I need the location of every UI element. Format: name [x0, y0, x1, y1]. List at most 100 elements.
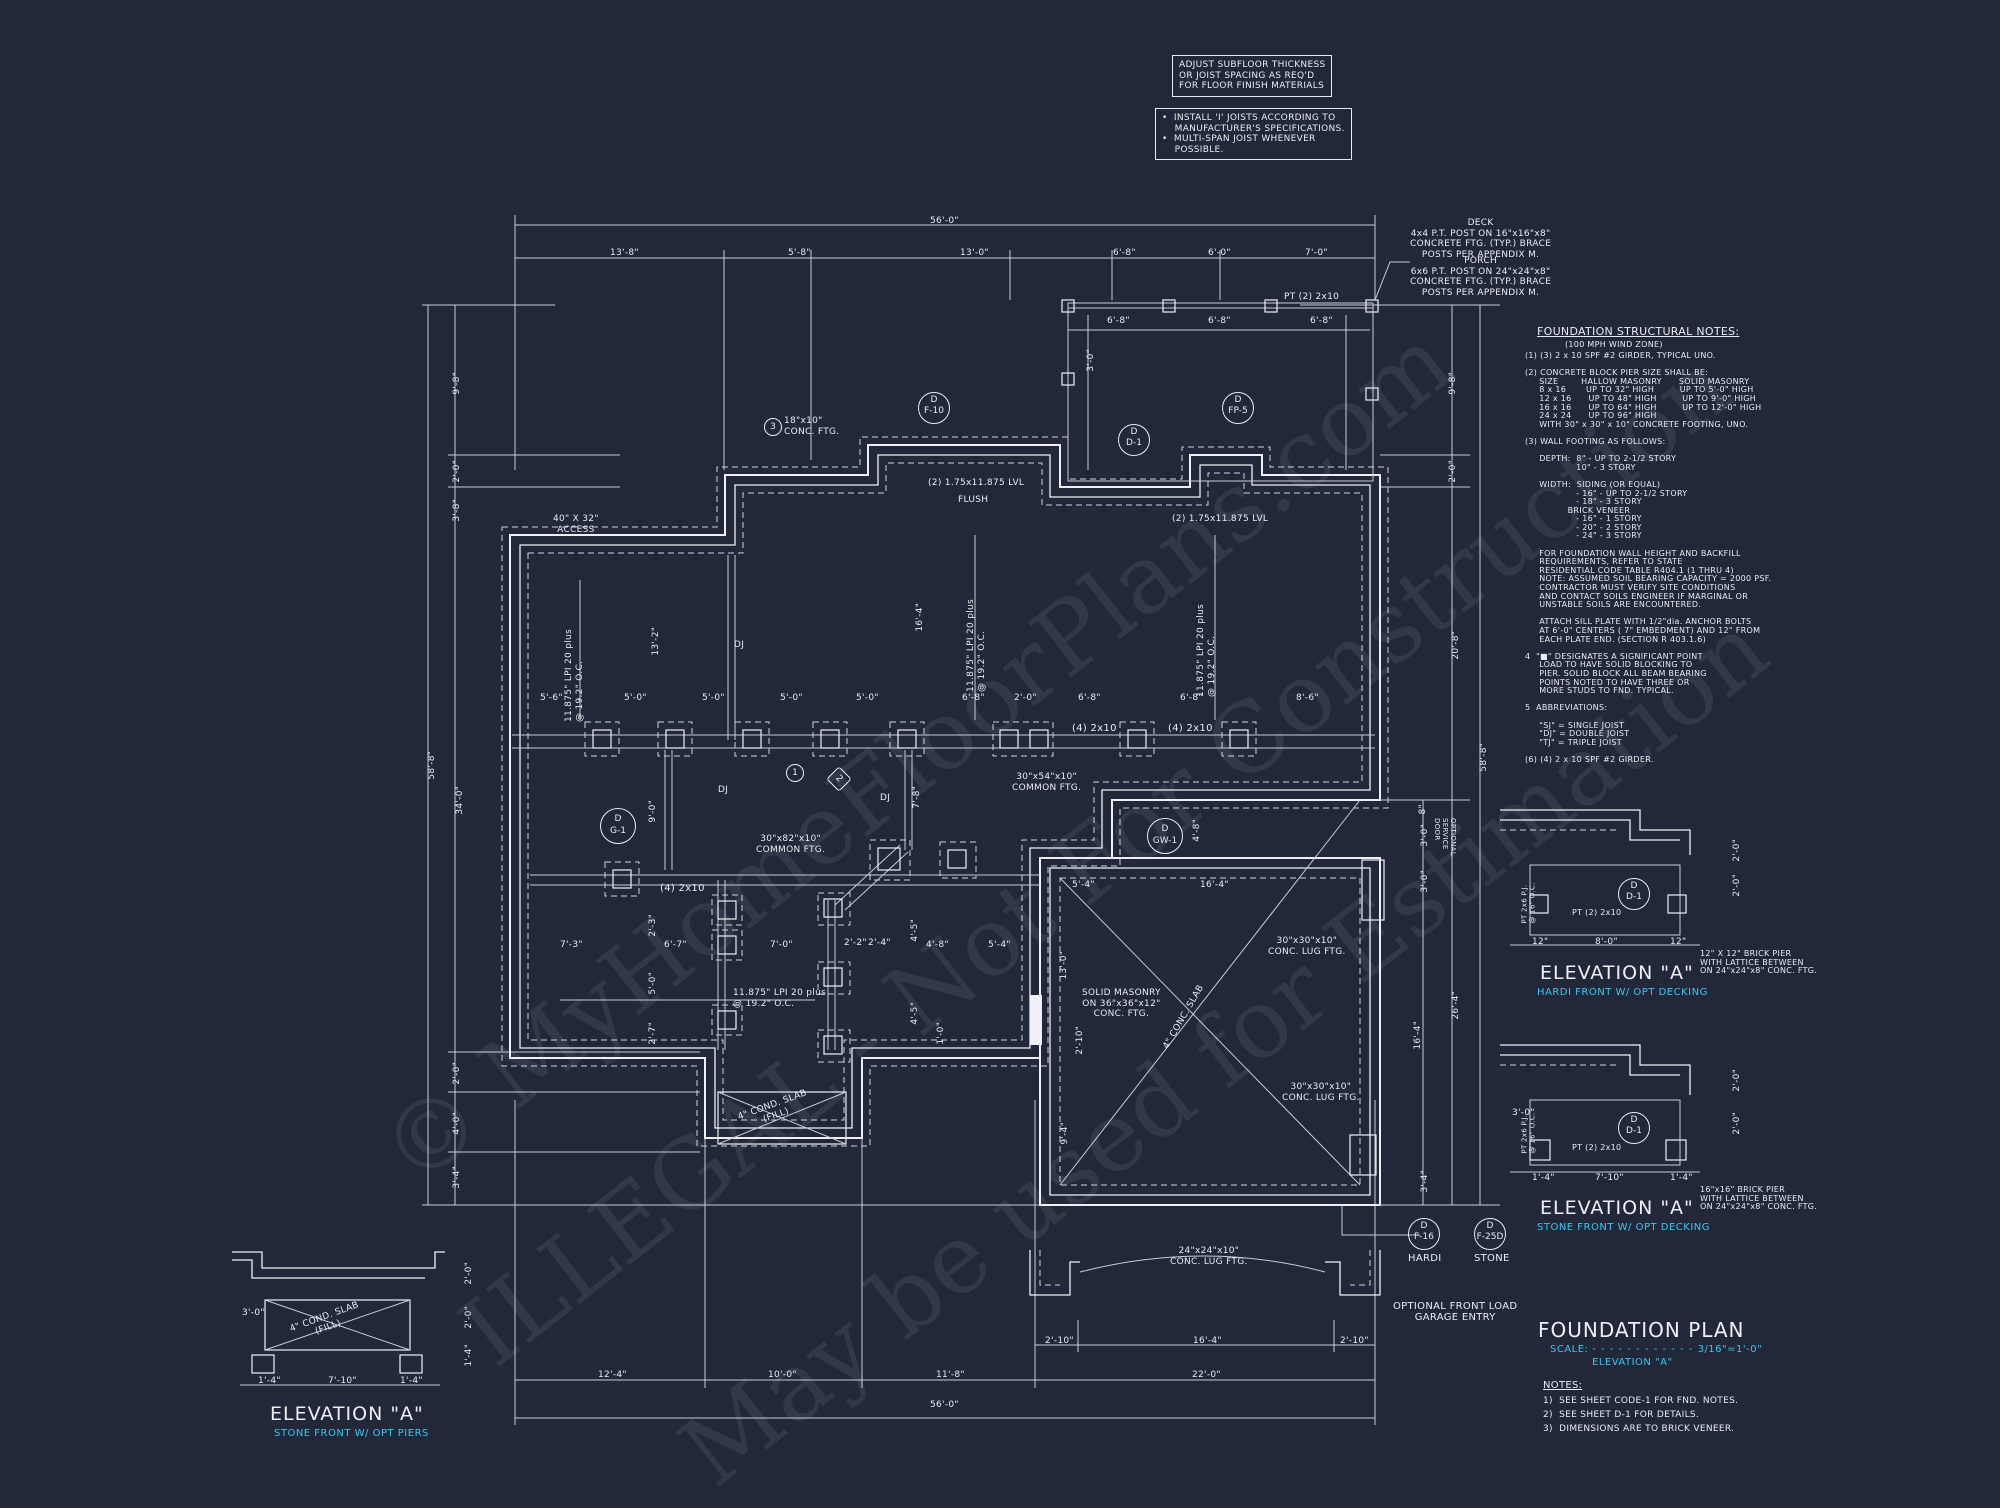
- lvl-label-1: (2) 1.75x11.875 LVL: [928, 478, 1025, 488]
- detail-piers-dim-3: 1'-4": [464, 1343, 475, 1367]
- joist-note: • INSTALL 'I' JOISTS ACCORDING TO MANUFA…: [1155, 108, 1352, 160]
- callout-f25d-top: D: [1486, 1221, 1494, 1231]
- dim-deck-seg-1: 6'-8": [1107, 316, 1130, 326]
- girder-label-1: (4) 2x10: [1072, 723, 1117, 734]
- structural-notes-body: (1) (3) 2 x 10 SPF #2 GIRDER, TYPICAL UN…: [1525, 351, 1772, 764]
- callout-3[interactable]: 3: [764, 418, 782, 436]
- detail-stone-dim-1: 3'-0": [1512, 1108, 1535, 1118]
- callout-f10[interactable]: D F-10: [918, 392, 950, 424]
- plan-title: FOUNDATION PLAN: [1538, 1318, 1745, 1342]
- misc-dim-12: 1'-0": [936, 1021, 947, 1045]
- dim-left-seg-5: 2'-0": [452, 1061, 463, 1085]
- dim-left-seg-6: 4'-0": [452, 1111, 463, 1135]
- callout-d1-top: D: [1130, 427, 1138, 437]
- dim-left-overall: 58'-8": [427, 750, 438, 780]
- notes-heading: NOTES:: [1543, 1380, 1583, 1391]
- callout-f10-top: D: [930, 395, 938, 405]
- solid-masonry-label: SOLID MASONRY ON 36"x36"x12" CONC. FTG.: [1082, 988, 1161, 1019]
- callout-leader: [1341, 1205, 1420, 1236]
- detail-stone-callout-top: D: [1630, 1115, 1638, 1125]
- detail-hardi-subtitle: HARDI FRONT W/ OPT DECKING: [1537, 987, 1708, 998]
- detail-piers-dim-4: 1'-4": [258, 1376, 281, 1386]
- dim-deck-seg-2: 6'-8": [1208, 316, 1231, 326]
- plan-scale-dots: - - - - - - - - - - - -: [1592, 1344, 1698, 1355]
- callout-f16[interactable]: D F-16: [1408, 1218, 1440, 1250]
- callout-d1-bottom: D-1: [1126, 438, 1142, 448]
- misc-dim-17: 3'-0": [1086, 348, 1097, 372]
- row1-dim-10: 8'-6": [1296, 693, 1319, 703]
- row1-dim-8: 6'-8": [1078, 693, 1101, 703]
- dim-bottom-overall: 56'-0": [930, 1400, 959, 1410]
- detail-hardi-callout-bottom: D-1: [1626, 892, 1642, 902]
- row1-dim-4: 5'-0": [780, 693, 803, 703]
- misc-dim-4: 16'-4": [915, 602, 926, 632]
- dim-top-seg-5: 6'-0": [1208, 248, 1231, 258]
- callout-f25d[interactable]: D F-25D: [1474, 1218, 1506, 1250]
- structural-notes-subtitle: (100 MPH WIND ZONE): [1565, 340, 1663, 349]
- row1-dim-7: 2'-0": [1014, 693, 1037, 703]
- dim-top-overall: 56'-0": [930, 216, 959, 226]
- misc-dim-14: 2'-10": [1075, 1025, 1086, 1055]
- detail-hardi-dim-4: 8'-0": [1595, 937, 1618, 947]
- stone-label: STONE: [1474, 1253, 1510, 1264]
- dim-left-seg-3: 3'-8": [452, 498, 463, 522]
- row2-dim-2: 6'-7": [664, 940, 687, 950]
- plan-scale-label: SCALE:: [1550, 1344, 1589, 1355]
- misc-dim-13: 13'-0": [1059, 950, 1070, 980]
- dim-garage-3: 2'-10": [1340, 1336, 1369, 1346]
- detail-stone-pier: 16"x16" BRICK PIER WITH LATTICE BETWEEN …: [1700, 1185, 1818, 1211]
- dim-bottom-seg-2: 10'-0": [768, 1370, 797, 1380]
- callout-g1[interactable]: D G-1: [600, 808, 636, 844]
- detail-stone-dim-4: 1'-4": [1532, 1173, 1555, 1183]
- dim-top-seg-3: 13'-0": [960, 248, 989, 258]
- flush-label: FLUSH: [958, 495, 989, 505]
- dim-left-seg-2: 2'-0": [452, 459, 463, 483]
- detail-piers-dim-6: 1'-4": [400, 1376, 423, 1386]
- conc-ftg-label: 18"x10" CONC. FTG.: [784, 416, 840, 437]
- detail-hardi-callout-top: D: [1630, 881, 1638, 891]
- subfloor-note: ADJUST SUBFLOOR THICKNESS OR JOIST SPACI…: [1172, 55, 1333, 97]
- dim-deck-seg-3: 6'-8": [1310, 316, 1333, 326]
- dim-right-seg-3: 20'-8": [1451, 630, 1462, 660]
- callout-f10-bottom: F-10: [924, 406, 944, 416]
- dim-right-overall: 58'-8": [1479, 742, 1490, 772]
- detail-piers-dim-1: 3'-0": [242, 1308, 265, 1318]
- detail-hardi-dim-1: 2'-0": [1732, 838, 1743, 862]
- row1-dim-3: 5'-0": [702, 693, 725, 703]
- lug-ftg-label-1: 30"x30"x10" CONC. LUG FTG.: [1268, 936, 1346, 957]
- detail-stone-callout[interactable]: D D-1: [1618, 1112, 1650, 1144]
- porch-note: PORCH 6x6 P.T. POST ON 24"x24"x8" CONCRE…: [1410, 256, 1552, 298]
- notes-item-3: 3) DIMENSIONS ARE TO BRICK VENEER.: [1543, 1424, 1735, 1434]
- lvl-label-2: (2) 1.75x11.875 LVL: [1172, 514, 1269, 524]
- detail-piers-lines: [232, 1251, 445, 1386]
- row2-dim-3: 7'-0": [770, 940, 793, 950]
- misc-dim-7: 4'-5": [910, 918, 921, 942]
- dim-bottom-seg-4: 22'-0": [1192, 1370, 1221, 1380]
- row2-dim-7: 5'-4": [988, 940, 1011, 950]
- detail-hardi-dim-3: 12": [1532, 937, 1549, 947]
- dim-left-seg-1: 9'-8": [452, 371, 463, 395]
- dim-top-seg-4: 6'-8": [1113, 248, 1136, 258]
- detail-hardi-callout[interactable]: D D-1: [1618, 878, 1650, 910]
- dim-right-inner-2: 3'-0": [1420, 823, 1431, 847]
- structural-notes-title: FOUNDATION STRUCTURAL NOTES:: [1537, 325, 1740, 338]
- callout-f25d-bottom: F-25D: [1476, 1232, 1504, 1242]
- callout-d1[interactable]: D D-1: [1118, 424, 1150, 456]
- dj-label-1: DJ: [734, 640, 745, 650]
- callout-fp5[interactable]: D FP-5: [1222, 392, 1254, 424]
- dim-garage-2: 16'-4": [1193, 1336, 1222, 1346]
- detail-stone-title: ELEVATION "A": [1540, 1197, 1694, 1219]
- callout-gw1[interactable]: D GW-1: [1147, 818, 1183, 854]
- dim-right-seg-1: 9'-8": [1448, 371, 1459, 395]
- plan-elevation: ELEVATION "A": [1592, 1357, 1673, 1368]
- callout-f16-bottom: F-16: [1414, 1232, 1434, 1242]
- row1-dim-1: 5'-6": [540, 693, 563, 703]
- pt-2x10-label: PT (2) 2x10: [1284, 292, 1340, 302]
- detail-stone-post: PT 2x6 P.J. @ 16" O.C.: [1520, 1112, 1537, 1154]
- dim-right-inner-1: 8": [1417, 804, 1428, 815]
- callout-1[interactable]: 1: [786, 764, 804, 782]
- row2-dim-6: 4'-8": [926, 940, 949, 950]
- dim-right-seg-4: 26'-4": [1451, 990, 1462, 1020]
- foundation-walls: [501, 436, 1389, 1296]
